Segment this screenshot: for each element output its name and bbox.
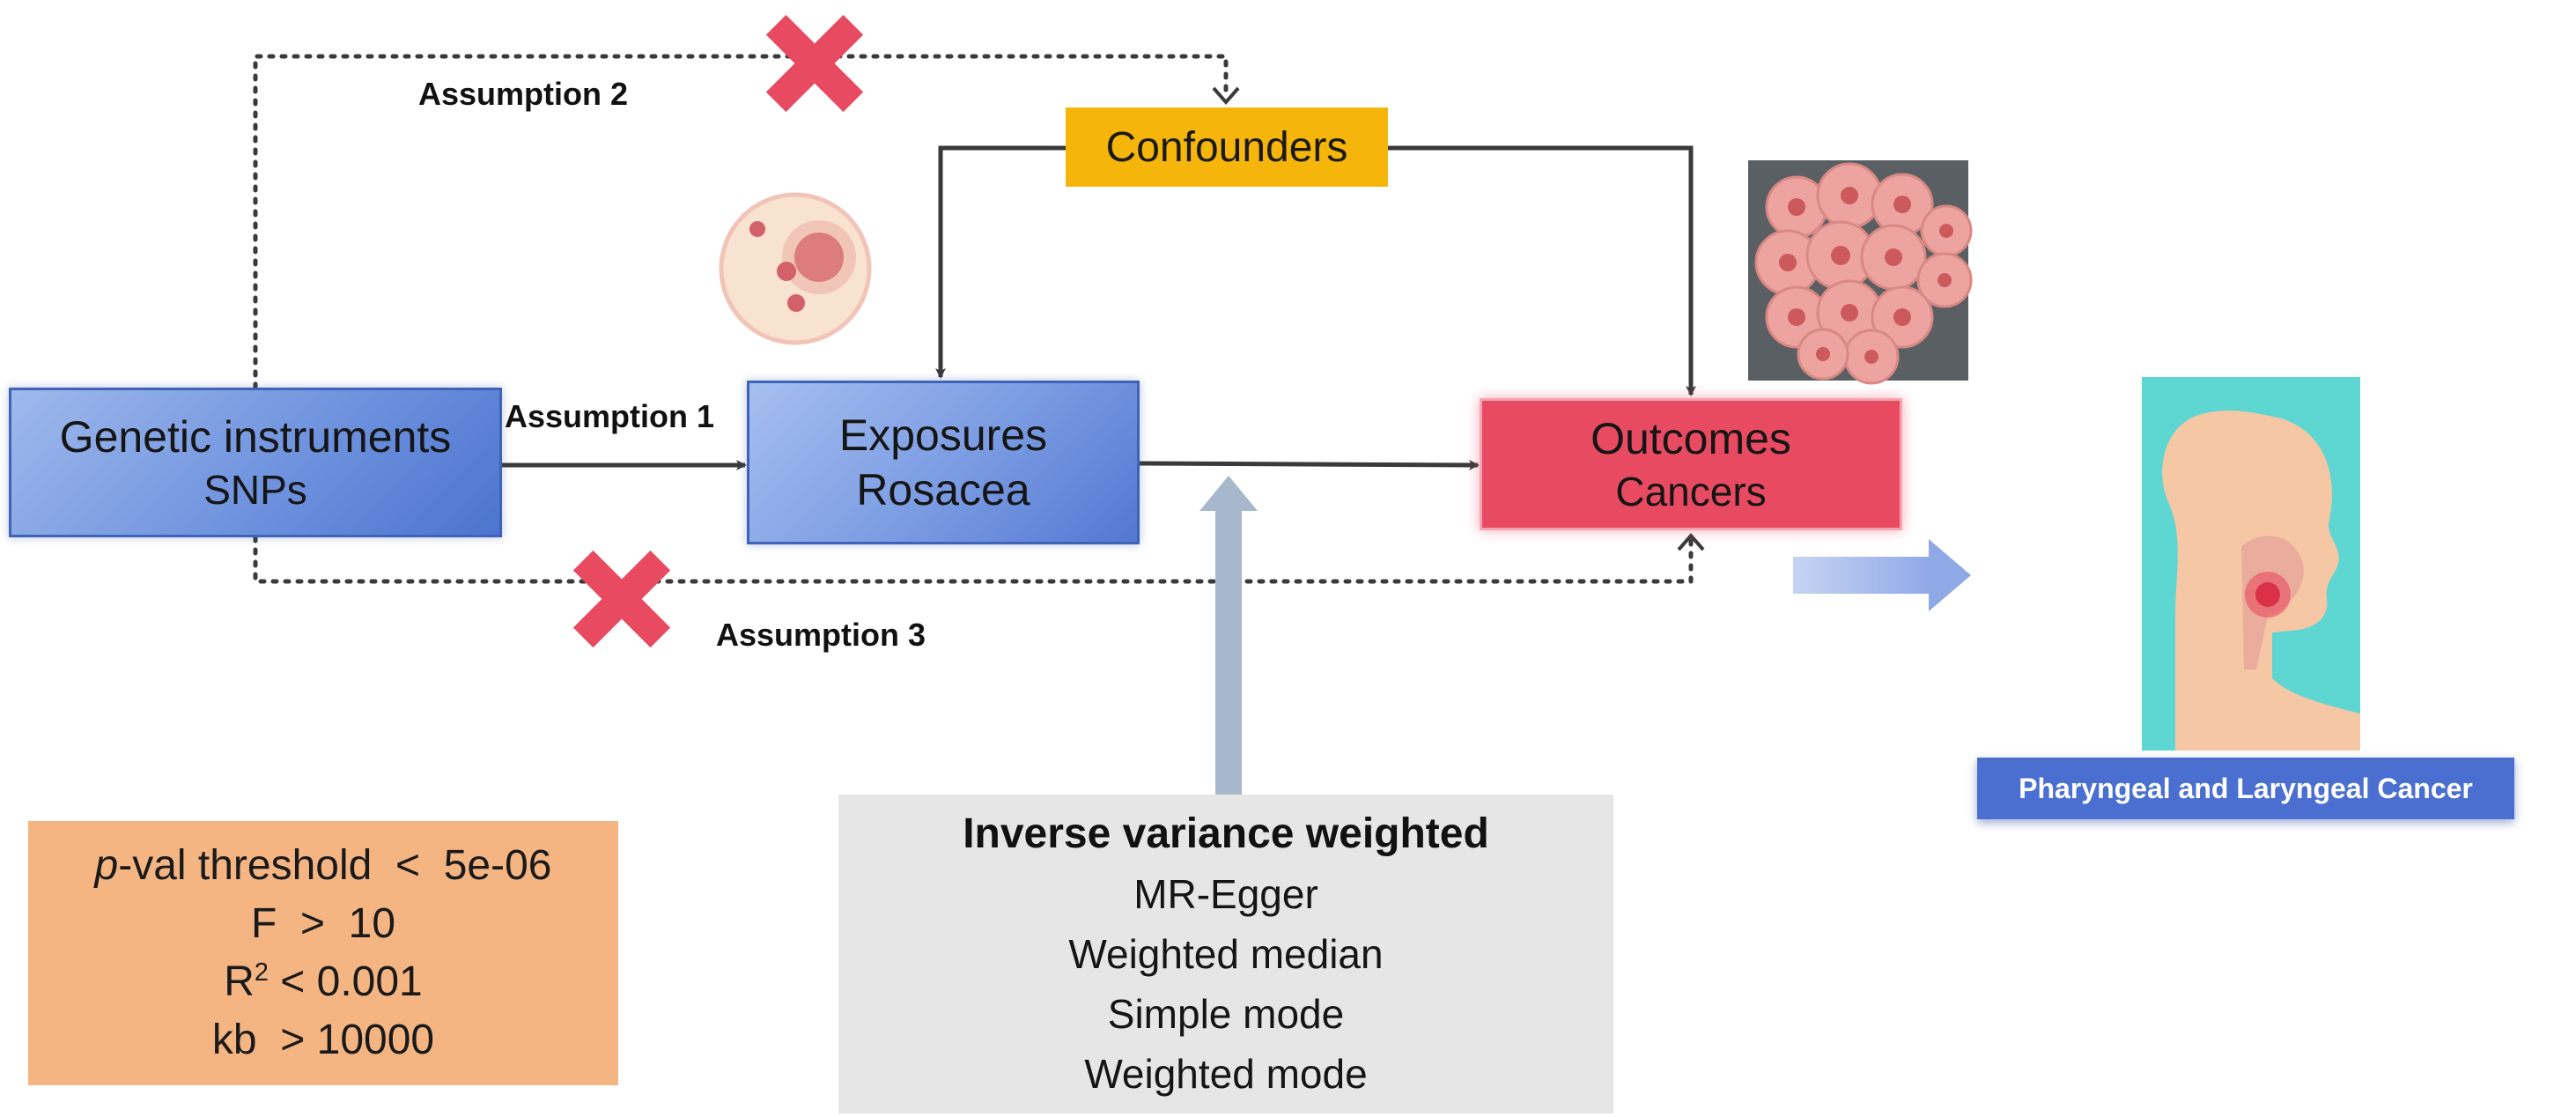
confounders-label: Confounders (1105, 123, 1348, 171)
genetic-instruments-subtitle: SNPs (203, 467, 307, 513)
exposures-subtitle: Rosacea (856, 465, 1030, 514)
r2-threshold-text: < 0.001 (268, 958, 423, 1005)
r2-base: R (224, 958, 255, 1005)
exposures-title: Exposures (838, 411, 1048, 460)
cancer-type-text: Pharyngeal and Laryngeal Cancer (2019, 772, 2473, 804)
genetic-instruments-box: Genetic instruments SNPs (9, 388, 502, 537)
outcomes-title: Outcomes (1591, 414, 1791, 463)
pval-italic-p: p (94, 842, 119, 889)
f-statistic-threshold: F > 10 (250, 900, 396, 947)
cell-cluster-icon (1748, 160, 1973, 385)
mr-methods-box: Inverse variance weighted MR-Egger Weigh… (838, 795, 1613, 1113)
to-cancer-arrow (1793, 539, 1971, 611)
assumption-1-label: Assumption 1 (505, 398, 715, 434)
methods-arrow (1199, 476, 1258, 795)
genetic-instruments-title: Genetic instruments (59, 412, 452, 462)
invalid-cross-icon (572, 550, 671, 648)
assumption-2-path (253, 54, 1240, 390)
method-item: Weighted mode (1084, 1051, 1368, 1097)
r2-threshold: R2 < 0.001 (224, 953, 423, 1011)
threshold-criteria-box: p-val threshold < 5e-06 F > 10 R2 < 0.00… (28, 821, 618, 1085)
assumption-3-path (253, 532, 1705, 584)
method-item: Simple mode (1107, 991, 1345, 1037)
assumption-3-label: Assumption 3 (716, 617, 926, 653)
pval-threshold: p-val threshold < 5e-06 (95, 837, 552, 895)
invalid-cross-icon (765, 14, 864, 113)
confounder-to-outcome-arrow (1388, 145, 1696, 396)
method-item: Weighted median (1068, 931, 1384, 977)
confounder-to-exposure-arrow (935, 145, 1066, 379)
exposures-box: Exposures Rosacea (747, 381, 1140, 544)
r2-superscript: 2 (254, 958, 269, 987)
assumption-2-label: Assumption 2 (418, 76, 629, 112)
method-item: MR-Egger (1133, 871, 1318, 917)
pval-threshold-text: -val threshold < 5e-06 (118, 842, 552, 889)
cancer-type-label: Pharyngeal and Laryngeal Cancer (1977, 758, 2514, 819)
confounders-box: Confounders (1066, 107, 1388, 187)
outcomes-box: Outcomes Cancers (1480, 398, 1902, 530)
exposure-to-outcome-arrow (1139, 459, 1480, 470)
method-primary: Inverse variance weighted (963, 810, 1489, 857)
outcomes-subtitle: Cancers (1615, 469, 1767, 514)
throat-silhouette-icon (2142, 377, 2360, 751)
skin-lesion-icon (719, 192, 872, 345)
kb-threshold: kb > 10000 (211, 1017, 435, 1063)
